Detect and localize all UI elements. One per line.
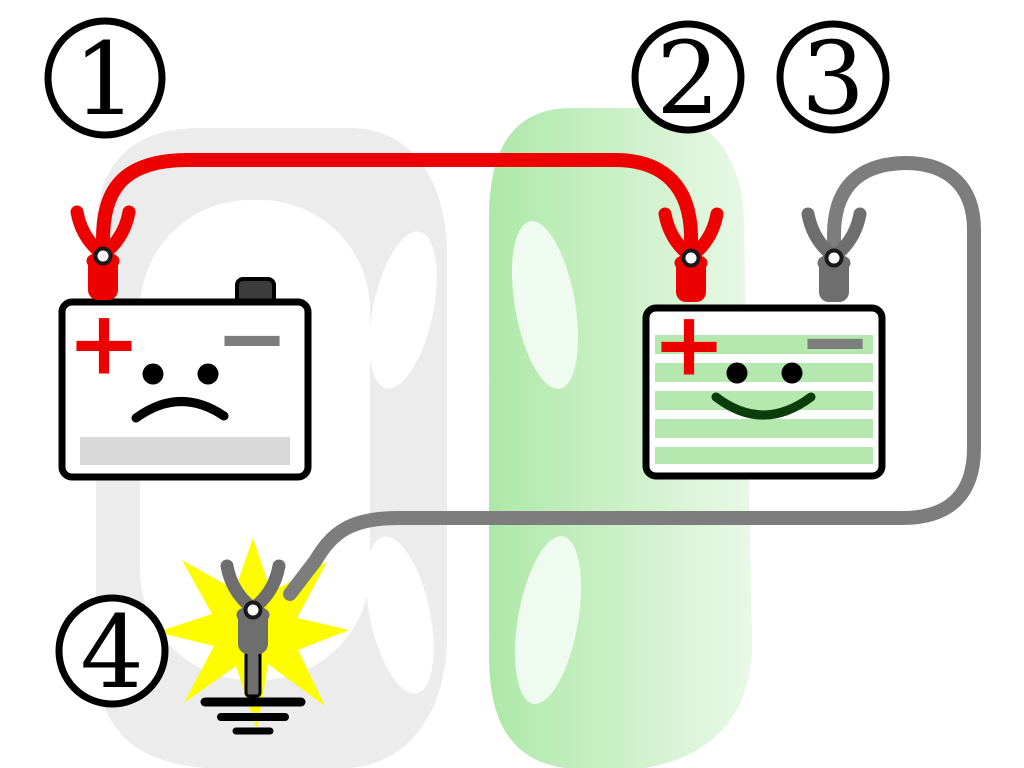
step-1-circle <box>44 17 166 139</box>
dead-battery-positive-label: + <box>67 292 141 395</box>
right-car-headlight-top <box>511 221 579 389</box>
good-battery: + − <box>642 290 886 480</box>
dead-battery-negative-label: − <box>215 287 289 390</box>
good-battery-right-eye <box>781 362 803 384</box>
step-3-badge: 3 <box>776 20 890 137</box>
step-2-badge: 2 <box>631 20 745 137</box>
step-4-circle <box>55 594 169 708</box>
step-2-number: 2 <box>656 20 720 137</box>
good-battery-positive-label: + <box>652 293 726 396</box>
positive-jumper-cable <box>96 153 698 259</box>
step-1-badge: 1 <box>44 17 166 139</box>
good-battery-negative-label: − <box>798 290 872 393</box>
dead-battery-stripe <box>80 437 290 465</box>
good-battery-happy-mouth <box>711 392 816 420</box>
dead-battery: + − <box>58 277 312 481</box>
negative-jumper-cable <box>283 155 981 601</box>
step-4-number: 4 <box>80 594 144 711</box>
dead-battery-right-eye <box>197 363 219 385</box>
step-3-number: 3 <box>801 20 865 137</box>
step-1-number: 1 <box>73 21 137 138</box>
dead-battery-left-eye <box>142 363 164 385</box>
left-car-headlight-top <box>369 231 437 389</box>
dead-battery-sad-mouth <box>131 397 229 423</box>
step-2-circle <box>631 20 745 134</box>
right-car-headlight-bottom <box>514 536 582 704</box>
good-battery-charge-stripes <box>655 335 873 464</box>
left-car-headlight-bottom <box>366 536 434 694</box>
good-battery-left-eye <box>726 362 748 384</box>
ground-symbol <box>200 648 306 735</box>
step-3-circle <box>776 20 890 134</box>
dead-battery-body <box>58 298 312 481</box>
step-4-badge: 4 <box>55 594 169 711</box>
ground-stem <box>244 648 262 698</box>
